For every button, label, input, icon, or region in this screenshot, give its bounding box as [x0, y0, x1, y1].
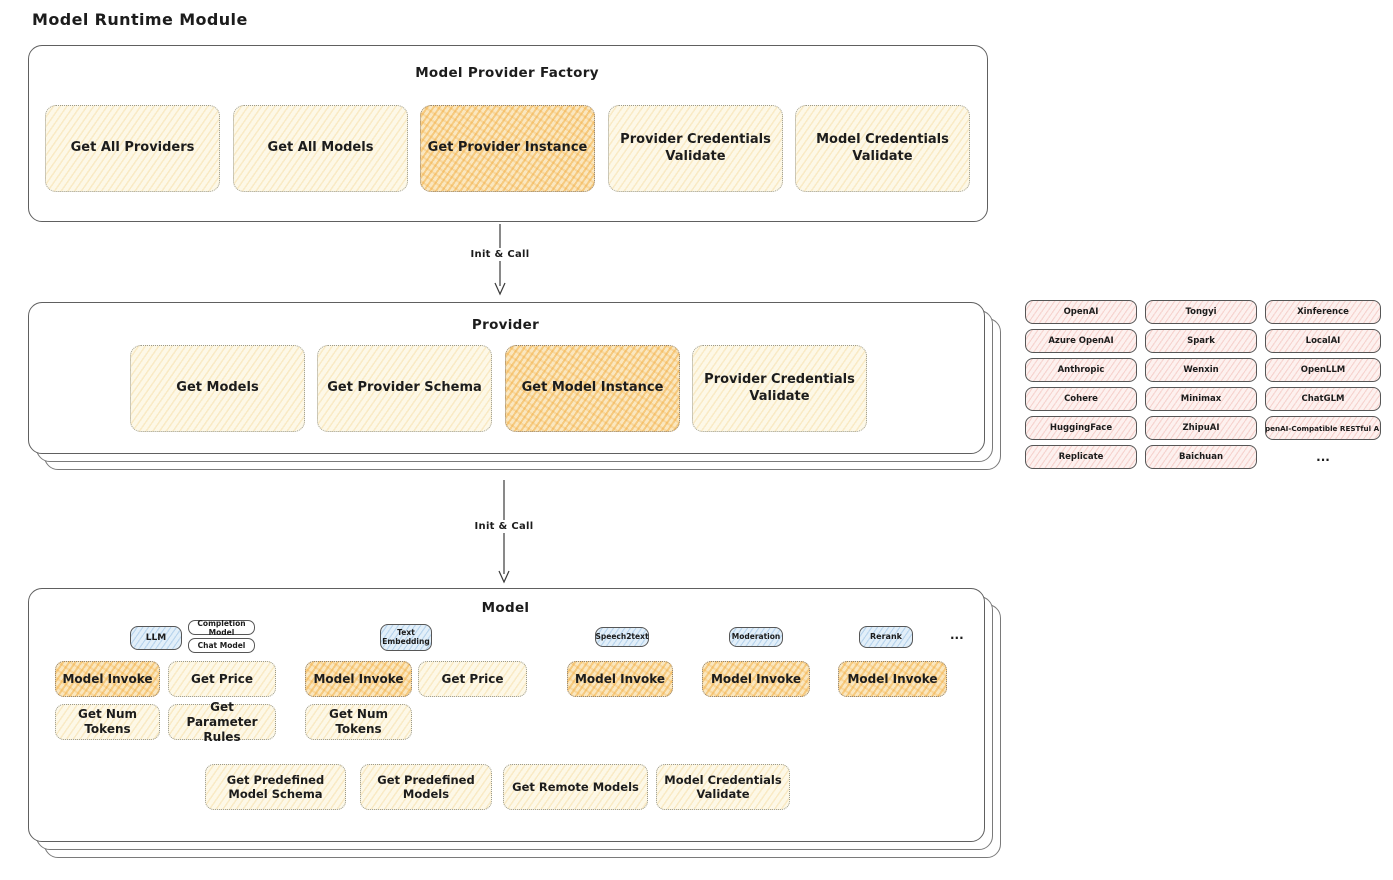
node-get-price-llm: Get Price — [168, 661, 276, 697]
node-get-provider-instance: Get Provider Instance — [420, 105, 595, 192]
tab-llm: LLM — [130, 626, 182, 650]
provider-title: Provider — [471, 317, 540, 333]
provider-chip: Baichuan — [1145, 445, 1257, 469]
provider-chip: Minimax — [1145, 387, 1257, 411]
tab-moderation: Moderation — [729, 627, 783, 647]
arrow-label: Init & Call — [466, 248, 534, 261]
node-get-models: Get Models — [130, 345, 305, 432]
tab-chat-model: Chat Model — [188, 638, 255, 653]
node-get-parameter-rules: Get Parameter Rules — [168, 700, 276, 744]
provider-chip: Spark — [1145, 329, 1257, 353]
provider-chip: LocalAI — [1265, 329, 1381, 353]
node-get-num-tokens-llm: Get Num Tokens — [55, 704, 160, 740]
node-get-all-providers: Get All Providers — [45, 105, 220, 192]
arrow-label: Init & Call — [470, 520, 538, 533]
provider-chip: Cohere — [1025, 387, 1137, 411]
provider-chip: OpenAI-Compatible RESTful API — [1265, 416, 1381, 440]
factory-box: Model Provider Factory Get All Providers… — [28, 45, 988, 222]
tab-completion-model: Completion Model — [188, 619, 255, 637]
node-model-credentials-validate: Model Credentials Validate — [656, 764, 790, 810]
provider-chip: OpenLLM — [1265, 358, 1381, 382]
node-get-model-instance: Get Model Instance — [505, 345, 680, 432]
tab-text-embedding: Text Embedding — [380, 624, 432, 651]
arrow-init-call-1: Init & Call — [440, 224, 560, 296]
model-box: Model LLM Completion Model Chat Model Te… — [28, 588, 1001, 858]
node-model-credentials-validate-factory: Model Credentials Validate — [795, 105, 970, 192]
provider-chip: Wenxin — [1145, 358, 1257, 382]
tabs-more-ellipsis: ... — [950, 628, 964, 642]
provider-chip: Tongyi — [1145, 300, 1257, 324]
provider-grid-more-ellipsis: ... — [1316, 450, 1330, 464]
provider-chip: OpenAI — [1025, 300, 1137, 324]
node-get-provider-schema: Get Provider Schema — [317, 345, 492, 432]
page-title: Model Runtime Module — [32, 10, 248, 29]
model-title: Model — [481, 600, 530, 616]
node-provider-credentials-validate-factory: Provider Credentials Validate — [608, 105, 783, 192]
provider-chip: Replicate — [1025, 445, 1137, 469]
node-model-invoke-llm: Model Invoke — [55, 661, 160, 697]
node-get-price-text-embedding: Get Price — [418, 661, 527, 697]
node-model-invoke-rerank: Model Invoke — [838, 661, 947, 697]
provider-chip: HuggingFace — [1025, 416, 1137, 440]
node-model-invoke-text-embedding: Model Invoke — [305, 661, 412, 697]
tab-speech2text: Speech2text — [595, 627, 649, 647]
node-provider-credentials-validate: Provider Credentials Validate — [692, 345, 867, 432]
tab-rerank: Rerank — [859, 626, 913, 648]
node-get-remote-models: Get Remote Models — [503, 764, 648, 810]
factory-title: Model Provider Factory — [415, 65, 599, 81]
node-get-predefined-models: Get Predefined Models — [360, 764, 492, 810]
provider-chip: ZhipuAI — [1145, 416, 1257, 440]
provider-chip: Xinference — [1265, 300, 1381, 324]
arrow-init-call-2: Init & Call — [444, 480, 564, 584]
node-get-predefined-model-schema: Get Predefined Model Schema — [205, 764, 346, 810]
provider-box: Provider Get Models Get Provider Schema … — [28, 302, 1001, 470]
node-get-num-tokens-text-embedding: Get Num Tokens — [305, 704, 412, 740]
provider-chip: Azure OpenAI — [1025, 329, 1137, 353]
provider-chip: Anthropic — [1025, 358, 1137, 382]
node-model-invoke-speech2text: Model Invoke — [567, 661, 673, 697]
provider-chip: ChatGLM — [1265, 387, 1381, 411]
node-model-invoke-moderation: Model Invoke — [702, 661, 810, 697]
provider-grid: OpenAI Tongyi Xinference Azure OpenAI Sp… — [1025, 300, 1381, 469]
node-get-all-models: Get All Models — [233, 105, 408, 192]
